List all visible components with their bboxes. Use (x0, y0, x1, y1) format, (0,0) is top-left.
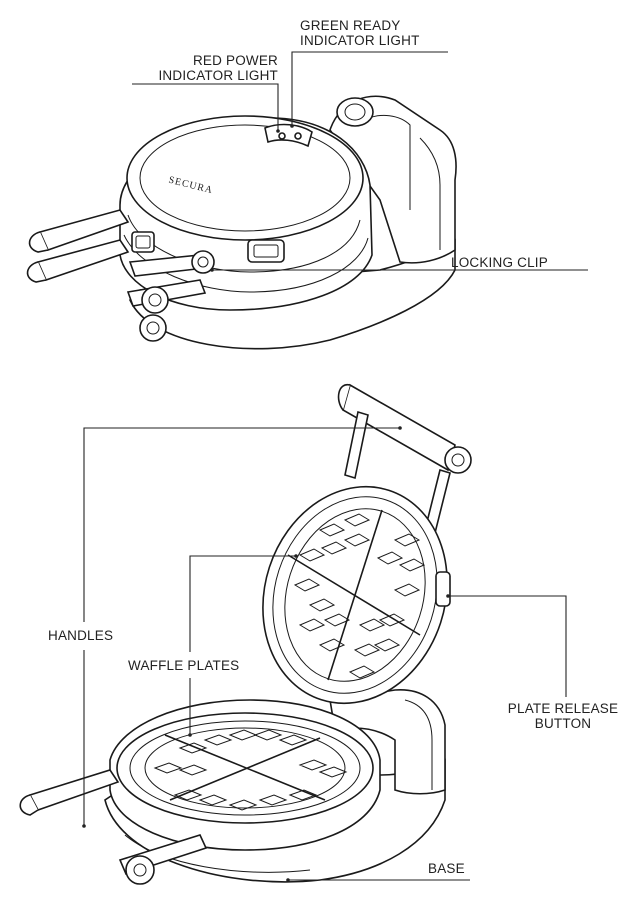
plate-release-button-label: PLATE RELEASE BUTTON (496, 701, 630, 731)
upper-waffle-plate (262, 485, 451, 705)
green-ready-indicator-label: GREEN READY INDICATOR LIGHT (300, 18, 420, 48)
red-power-label-line1: RED POWER (192, 53, 278, 68)
locking-clip (131, 231, 155, 253)
red-power-label-line2: INDICATOR LIGHT (158, 68, 278, 83)
open-front-handles (19, 769, 208, 885)
green-ready-indicator-light (294, 132, 302, 140)
waffle-plates-label: WAFFLE PLATES (128, 658, 240, 673)
closed-lid-top (126, 115, 364, 241)
plate-release-button (435, 571, 451, 607)
leader-lines (82, 51, 588, 882)
lower-waffle-plate (116, 712, 374, 824)
plate-release-label-line2: BUTTON (534, 716, 592, 731)
red-power-indicator-label: RED POWER INDICATOR LIGHT (140, 53, 278, 83)
green-ready-label-line2: INDICATOR LIGHT (300, 33, 420, 48)
green-ready-label-line1: GREEN READY (300, 18, 401, 33)
locking-clip-label: LOCKING CLIP (451, 255, 548, 270)
closed-front-handles (26, 209, 215, 342)
red-power-indicator-light (278, 132, 286, 140)
closed-plate-release-button (247, 239, 285, 263)
base-label: BASE (428, 861, 465, 876)
closed-waffle-maker (26, 95, 457, 350)
handles-label: HANDLES (48, 628, 114, 643)
open-hinge-post (329, 689, 446, 795)
plate-release-label-line1: PLATE RELEASE (507, 701, 619, 716)
